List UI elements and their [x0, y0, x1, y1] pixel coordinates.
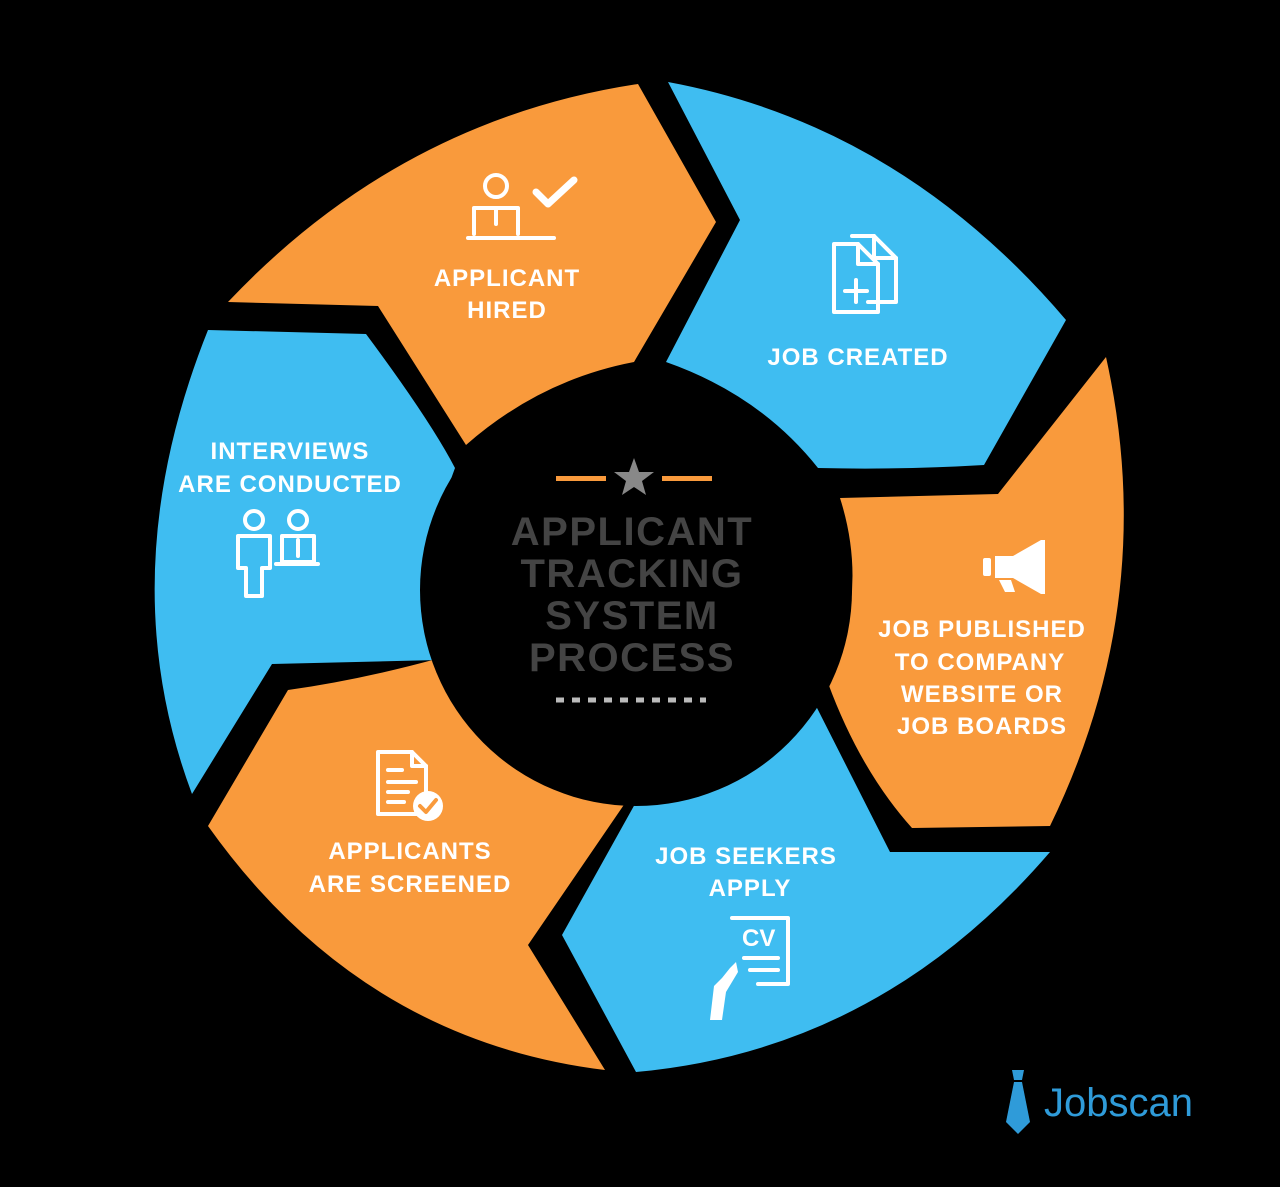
cv-in-hand-icon: CV [710, 916, 790, 1020]
applicants-screened-line-1: APPLICANTS [328, 838, 491, 865]
job-published-line-2: TO COMPANY [895, 649, 1065, 676]
segment-applicant-hired [228, 84, 716, 445]
interview-people-icon [236, 509, 320, 598]
star-icon [614, 458, 654, 495]
applicants-screened-line-2: ARE SCREENED [309, 871, 512, 898]
job-published-line-4: JOB BOARDS [897, 713, 1067, 740]
document-check-icon [376, 750, 443, 821]
job-published-line-3: WEBSITE OR [901, 681, 1063, 708]
segment-job-published [828, 357, 1124, 828]
documents-plus-icon [832, 234, 898, 314]
label-job-published: JOB PUBLISHED TO COMPANY WEBSITE OR JOB … [878, 616, 1086, 740]
megaphone-icon [983, 540, 1045, 594]
label-job-seekers-apply: JOB SEEKERS APPLY [655, 843, 837, 902]
center-title-line-2: TRACKING [520, 552, 743, 596]
person-desk-check-icon [466, 173, 578, 240]
job-seekers-line-1: JOB SEEKERS [655, 843, 837, 870]
label-applicants-screened: APPLICANTS ARE SCREENED [309, 838, 512, 898]
label-job-created: JOB CREATED [767, 344, 948, 371]
interviews-line-1: INTERVIEWS [211, 438, 370, 465]
job-seekers-line-2: APPLY [709, 875, 792, 902]
center-title-line-1: APPLICANT [511, 510, 753, 554]
brand-name: Jobscan [1044, 1081, 1193, 1125]
tie-icon [1006, 1070, 1030, 1134]
segment-job-created [666, 82, 1066, 469]
center-title-line-3: SYSTEM [545, 594, 718, 638]
label-applicant-hired: APPLICANT HIRED [434, 265, 580, 324]
applicant-hired-line-2: HIRED [467, 297, 547, 324]
center-circle [420, 374, 852, 806]
cv-text-glyph: CV [742, 925, 775, 952]
center-title: APPLICANT TRACKING SYSTEM PROCESS [511, 510, 753, 680]
center-top-ornament [556, 458, 712, 495]
job-created-line-1: JOB CREATED [767, 344, 948, 371]
applicant-hired-line-1: APPLICANT [434, 265, 580, 292]
label-interviews-conducted: INTERVIEWS ARE CONDUCTED [178, 438, 402, 498]
center-title-line-4: PROCESS [529, 636, 735, 680]
interviews-line-2: ARE CONDUCTED [178, 471, 402, 498]
jobscan-logo: Jobscan [1006, 1070, 1193, 1134]
job-published-line-1: JOB PUBLISHED [878, 616, 1086, 643]
